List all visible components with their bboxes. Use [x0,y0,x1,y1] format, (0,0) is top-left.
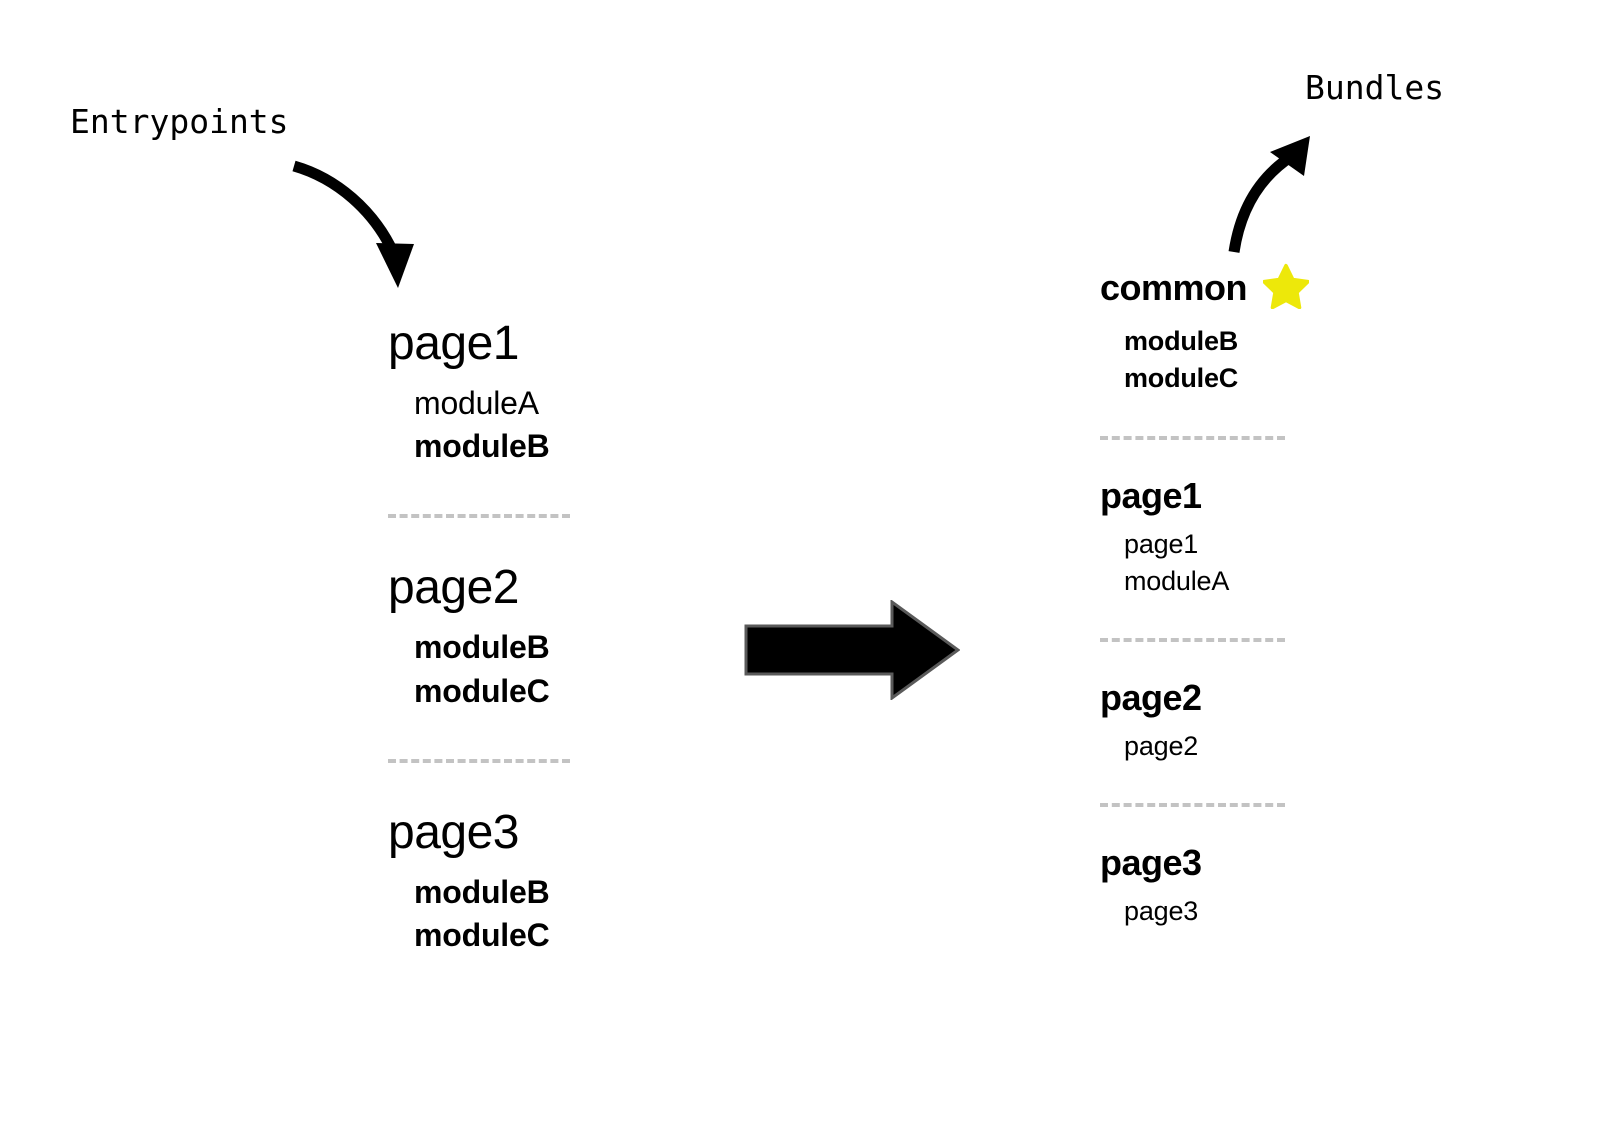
bundle-group-page1: page1 page1 moduleA [1100,474,1420,601]
bundle-title-page3-text: page3 [1100,842,1202,884]
bundle-title-page2-text: page2 [1100,677,1202,718]
bundle-group-page2: page2 page2 [1100,680,1420,765]
entrypoint-module-item: moduleB [414,873,550,910]
bundle-title-page3: page3 [1100,845,1420,881]
entrypoint-module-item: moduleC [414,916,550,953]
group-divider [388,514,570,519]
group-divider [1100,638,1285,642]
entrypoint-module-item: moduleB [414,629,550,666]
star-icon [1263,263,1310,309]
bundle-module-item: moduleB [1124,326,1239,356]
group-divider [1100,435,1285,440]
entrypoint-group-page3: page3 moduleB moduleC [388,805,688,957]
bundle-module-item: moduleA [1124,565,1230,596]
entrypoints-column: page1 moduleA moduleB page2 moduleB modu… [388,320,688,957]
entrypoint-title-page3: page3 [388,805,519,859]
bundle-module-item: page3 [1124,896,1199,927]
entrypoint-module-item: moduleA [414,385,539,421]
bundle-title-page1-text: page1 [1100,474,1202,516]
group-divider [1100,803,1285,808]
bundle-module-item: moduleC [1124,363,1239,394]
bundle-title-page1: page1 [1100,474,1420,516]
bundle-group-page3: page3 page3 [1100,845,1420,930]
bundle-title-page2: page2 [1100,680,1420,716]
curved-arrow-up-right-icon [1228,136,1310,253]
entrypoint-title-page1: page1 [388,317,519,370]
entrypoints-label: Entrypoints [70,102,289,141]
entrypoint-group-page1: page1 moduleA moduleB [388,320,688,468]
bundle-title-common-text: common [1100,267,1248,308]
block-arrow-right-icon [744,600,960,700]
entrypoint-module-item: moduleB [414,428,550,465]
bundles-label: Bundles [1305,68,1445,107]
entrypoint-module-item: moduleC [414,672,550,709]
bundle-module-item: page1 [1124,528,1199,559]
bundle-title-common: common [1100,263,1420,311]
bundle-module-item: page2 [1124,731,1199,761]
group-divider [388,758,570,763]
entrypoint-title-page2: page2 [388,561,519,615]
entrypoint-group-page2: page2 moduleB moduleC [388,564,688,712]
curved-arrow-down-right-icon [292,160,414,288]
bundle-group-common: common moduleB moduleC [1100,263,1420,398]
bundles-column: common moduleB moduleC page1 page1 modul… [1100,263,1420,931]
